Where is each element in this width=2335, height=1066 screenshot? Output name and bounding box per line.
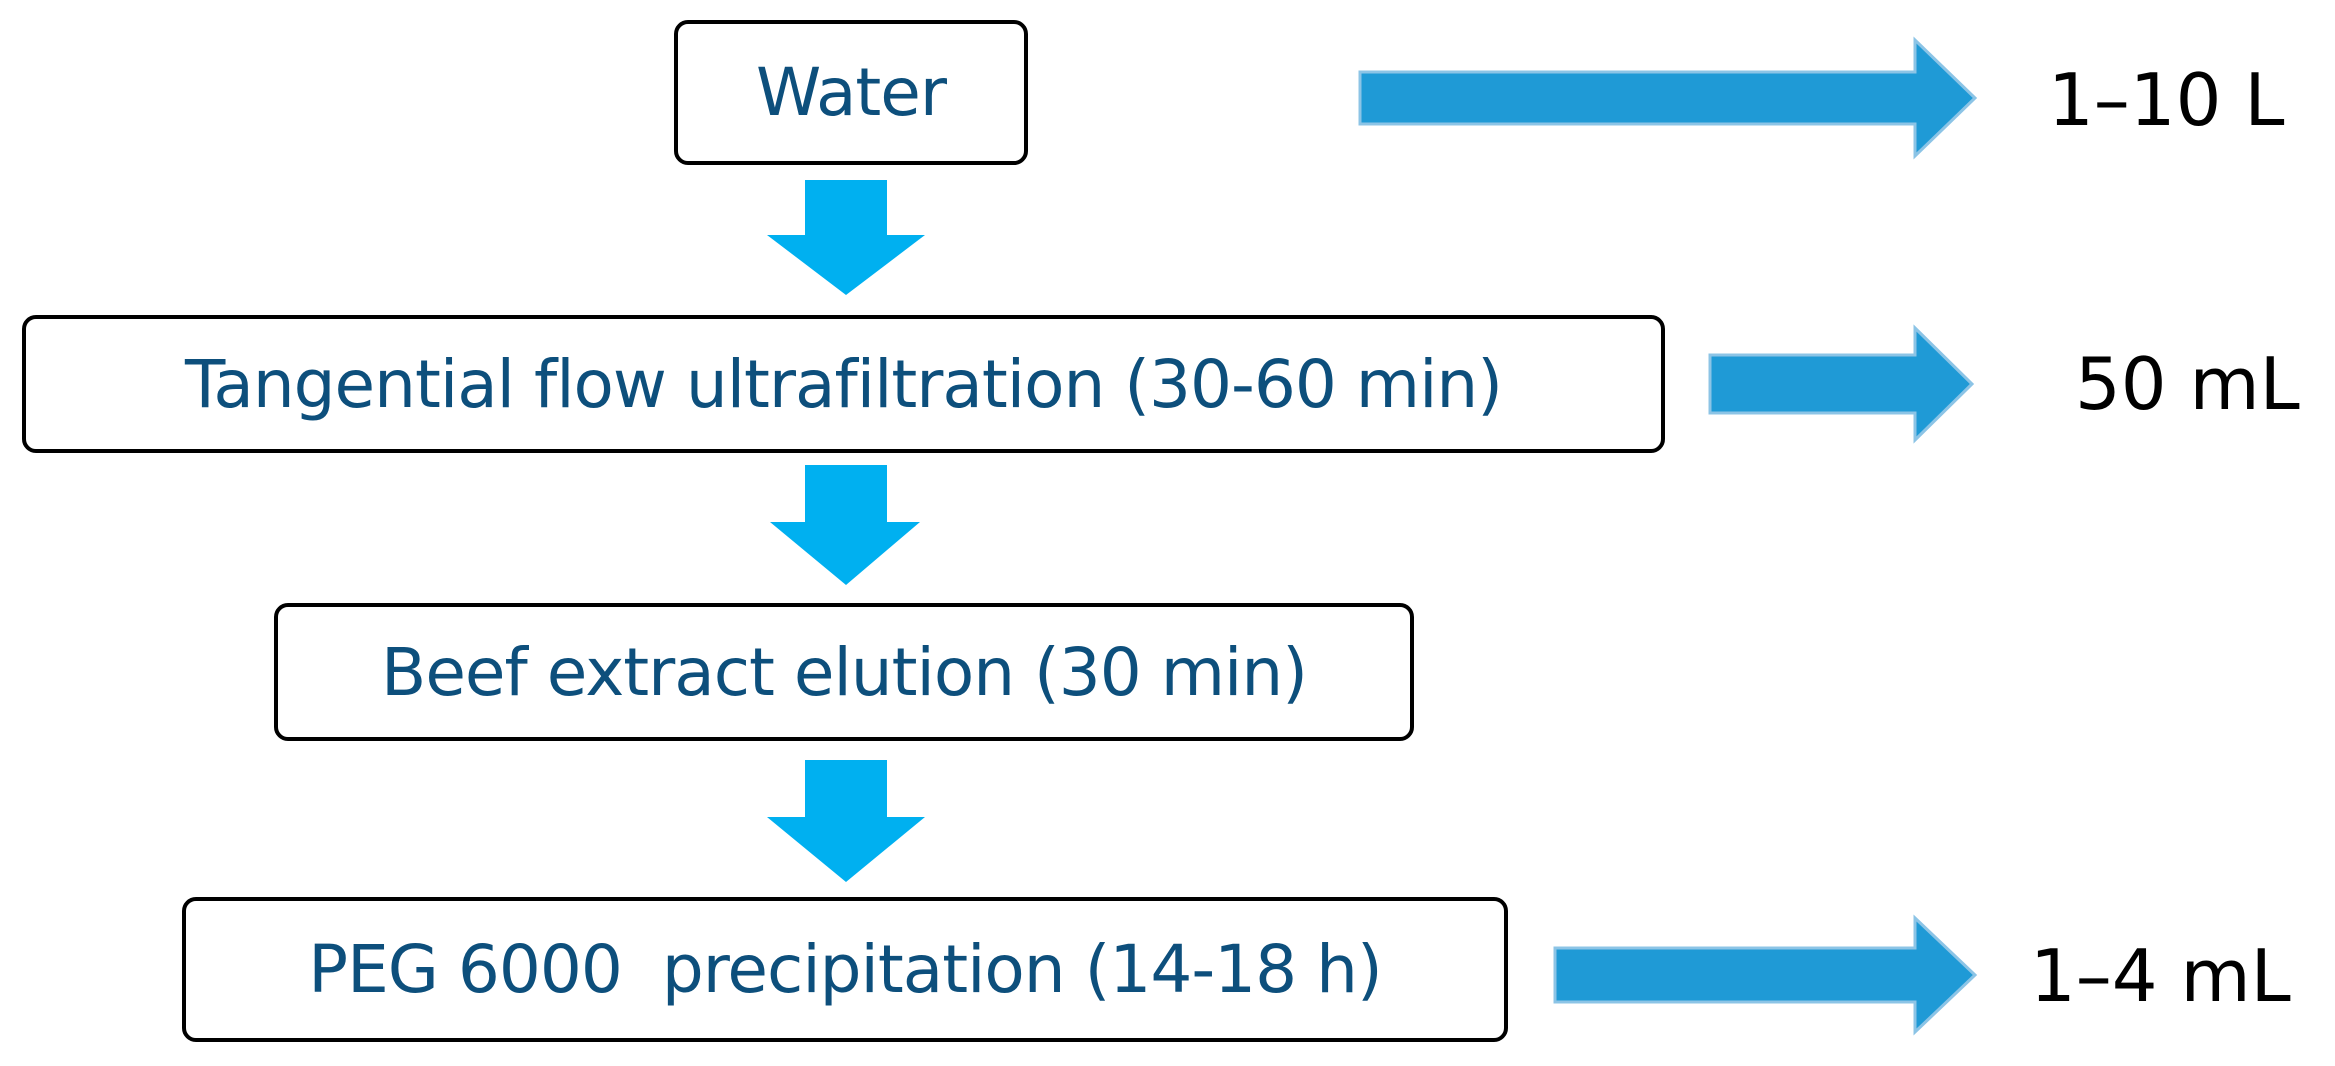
volume-label-water: 1–10 L: [2048, 58, 2285, 142]
step-box-water: Water: [674, 20, 1028, 165]
right-arrow-1: [1358, 36, 1978, 160]
right-arrow-3: [1553, 914, 1978, 1036]
step-label: Beef extract elution (30 min): [381, 633, 1308, 711]
right-arrow-2: [1708, 324, 1975, 444]
volume-label-precipitation: 1–4 mL: [2030, 934, 2291, 1018]
volume-label-ultrafiltration: 50 mL: [2075, 342, 2300, 426]
down-arrow-1: [767, 180, 925, 295]
step-label: Water: [755, 54, 947, 131]
step-box-peg-precipitation: PEG 6000 precipitation (14-18 h): [182, 897, 1508, 1042]
step-box-tangential-flow-ultrafiltration: Tangential flow ultrafiltration (30-60 m…: [22, 315, 1665, 453]
step-box-beef-extract-elution: Beef extract elution (30 min): [274, 603, 1414, 741]
step-label: Tangential flow ultrafiltration (30-60 m…: [185, 345, 1503, 423]
step-label: PEG 6000 precipitation (14-18 h): [308, 931, 1382, 1008]
down-arrow-2: [770, 465, 920, 585]
down-arrow-3: [767, 760, 925, 882]
